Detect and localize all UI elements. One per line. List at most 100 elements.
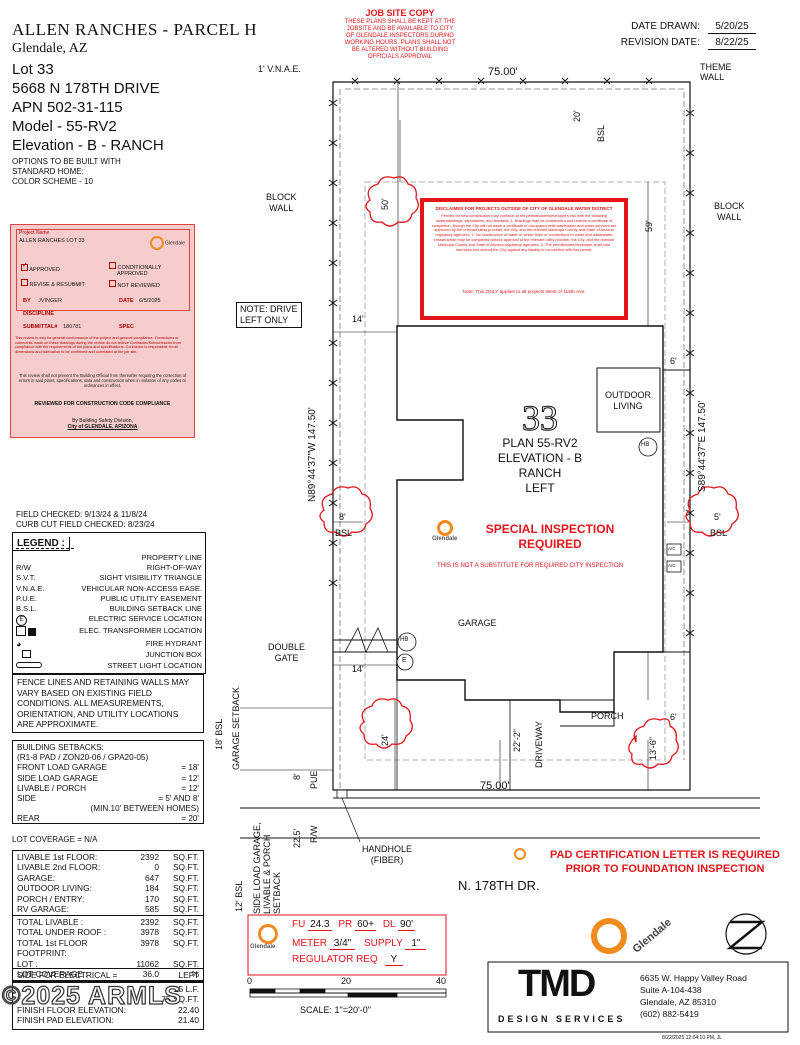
legend-item: P.U.E.PUBLIC UTILITY EASEMENT bbox=[16, 593, 202, 603]
east-bearing: S89°44'37"E 147.50' bbox=[697, 400, 708, 492]
glendale-stamp-logo: Glendale bbox=[149, 236, 185, 250]
ac-unit-2 bbox=[666, 560, 682, 573]
glendale-g-icon bbox=[258, 924, 278, 944]
glendale-meter-logo: Glendale bbox=[250, 924, 278, 950]
project-name: ALLEN RANCHES LOT 33 bbox=[19, 238, 85, 244]
vnae-label: 1' V.N.A.E. bbox=[258, 64, 301, 74]
dim-24: 24' bbox=[380, 734, 390, 746]
top-width-dim: 75.00' bbox=[488, 66, 518, 78]
fire-hydrant-symbol-icon: ◕ bbox=[16, 639, 22, 650]
job-site-line: JOBSITE AND BE AVAILABLE TO CITY bbox=[346, 26, 454, 32]
handhole-leader bbox=[341, 797, 361, 843]
legend-item: ELEC. TRANSFORMER LOCATION bbox=[16, 626, 202, 639]
legend-item: JUNCTION BOX bbox=[16, 649, 202, 661]
glendale-logo: Glendale bbox=[432, 520, 457, 542]
dim-14-top: 14' bbox=[352, 314, 364, 324]
revision-date: 8/22/25 bbox=[708, 36, 756, 50]
glendale-g-icon bbox=[149, 236, 164, 250]
glendale-small-icon bbox=[514, 848, 526, 860]
dim-18-bsl: 18' BSL bbox=[214, 718, 224, 750]
scale-tick-0: 0 bbox=[247, 976, 253, 986]
submittal-row: SUBMITTAL# 180781 bbox=[23, 324, 82, 330]
handhole-label: HANDHOLE(FIBER) bbox=[362, 844, 413, 865]
dim-22-2: 22'-2" bbox=[512, 729, 522, 752]
lot-coverage-note: LOT COVERAGE = N/A bbox=[12, 835, 98, 844]
not-substitute-note: THIS IS NOT A SUBSTITUTE FOR REQUIRED CI… bbox=[436, 562, 624, 569]
junction-box-symbol-icon bbox=[16, 649, 74, 661]
dim-6-top: 6' bbox=[670, 356, 677, 366]
print-stamp: 8/22/2025 12:04:10 PM, JL bbox=[662, 1035, 723, 1041]
building-safety-division: By Building Safety Division, City of GLE… bbox=[67, 418, 138, 430]
date-drawn: 5/20/25 bbox=[708, 20, 756, 34]
by-row: BY JVINGER bbox=[23, 298, 62, 304]
rear-bsl-label: BSL bbox=[596, 124, 606, 142]
review-options-right: CONDITIONALLY APPROVED NOT REVIEWED bbox=[109, 262, 161, 289]
field-checked: FIELD CHECKED: 9/13/24 & 11/8/24 CURB CU… bbox=[16, 510, 155, 529]
disclaimer-box: DISCLAIMER FOR PROJECTS OUTSIDE OF CITY … bbox=[420, 198, 628, 320]
company-address: 6635 W. Happy Valley Road Suite A-104-43… bbox=[640, 973, 747, 1019]
bsl-right: BSL bbox=[710, 528, 728, 538]
dim-12-bsl: 12' BSL bbox=[234, 880, 244, 912]
street-name: N. 178TH DR. bbox=[458, 878, 540, 893]
disclaimer-note: Note: This ONLY applies to all projects … bbox=[462, 290, 586, 295]
setback-row: SIDE= 5' AND 8' bbox=[17, 794, 199, 804]
options-line-2: STANDARD HOME: bbox=[12, 167, 84, 176]
electric-service-icon bbox=[396, 653, 414, 671]
tmd-logo: TMD bbox=[518, 963, 596, 1005]
checkbox-revise-icon bbox=[21, 279, 28, 286]
project-title: ALLEN RANCHES - PARCEL H bbox=[12, 20, 257, 39]
review-options: ✓ APPROVED REVISE & RESUBMIT bbox=[21, 262, 85, 288]
dim-6-bottom: 6' bbox=[670, 712, 677, 722]
driveway-label: DRIVEWAY bbox=[534, 720, 544, 768]
total-row: LOT COVERAGE :36.0% bbox=[17, 969, 199, 980]
scale-bar bbox=[249, 988, 447, 998]
bsl-left: BSL bbox=[335, 528, 353, 538]
dim-8-left: 8' bbox=[339, 512, 346, 522]
setback-row: SIDE LOAD GARAGE= 12' bbox=[17, 773, 199, 783]
lot-number: Lot 33 bbox=[12, 61, 54, 78]
dimension-lines bbox=[240, 82, 690, 791]
dim-59: 59' bbox=[644, 220, 654, 232]
rear-setback-dim: 20' bbox=[572, 110, 582, 122]
date-block: DATE DRAWN: 5/20/25 REVISION DATE: 8/22/… bbox=[590, 20, 790, 50]
driveway-outline bbox=[396, 680, 560, 790]
scale-label: SCALE: 1"=20'-0" bbox=[300, 1005, 371, 1015]
right-fence bbox=[663, 369, 690, 653]
legend-item: S.V.T.SIGHT VISIBILITY TRIANGLE bbox=[16, 573, 202, 583]
stamp-fine-print-1: This review is only for general conforma… bbox=[15, 336, 181, 354]
job-site-line: THESE PLANS SHALL BE KEPT AT THE bbox=[344, 19, 456, 25]
date-row: DATE 6/5/2025 bbox=[119, 298, 161, 304]
project-name-label: Project Name bbox=[19, 230, 50, 236]
dim-5-right: 5' bbox=[714, 512, 721, 522]
dim-8-pue: 8' bbox=[292, 773, 302, 780]
job-site-title: JOB SITE COPY bbox=[365, 8, 435, 18]
dim-50: 50' bbox=[380, 198, 390, 210]
e-label: E bbox=[402, 657, 407, 664]
revision-date-label: REVISION DATE: bbox=[620, 37, 700, 48]
job-site-line: WORKING HOURS. PLANS SHALL NOT bbox=[344, 40, 456, 46]
legend-title: LEGEND : bbox=[13, 537, 70, 551]
legend-item: ◕FIRE HYDRANT bbox=[16, 639, 202, 650]
scale-tick-20: 20 bbox=[341, 976, 352, 986]
north-arrow-icon bbox=[726, 920, 766, 950]
dim-14-bottom: 14' bbox=[352, 664, 364, 674]
setback-row: LIVABLE / PORCH= 12' bbox=[17, 783, 199, 793]
dim-13-6: 13'-6" bbox=[648, 737, 658, 760]
checkbox-conditional-icon bbox=[109, 262, 116, 269]
options-line-1: OPTIONS TO BE BUILT WITH bbox=[12, 157, 121, 166]
pue-label: PUE bbox=[309, 770, 319, 789]
hose-bib-icon bbox=[638, 437, 658, 457]
disclaimer-title: DISCLAIMER FOR PROJECTS OUTSIDE OF CITY … bbox=[435, 206, 613, 211]
